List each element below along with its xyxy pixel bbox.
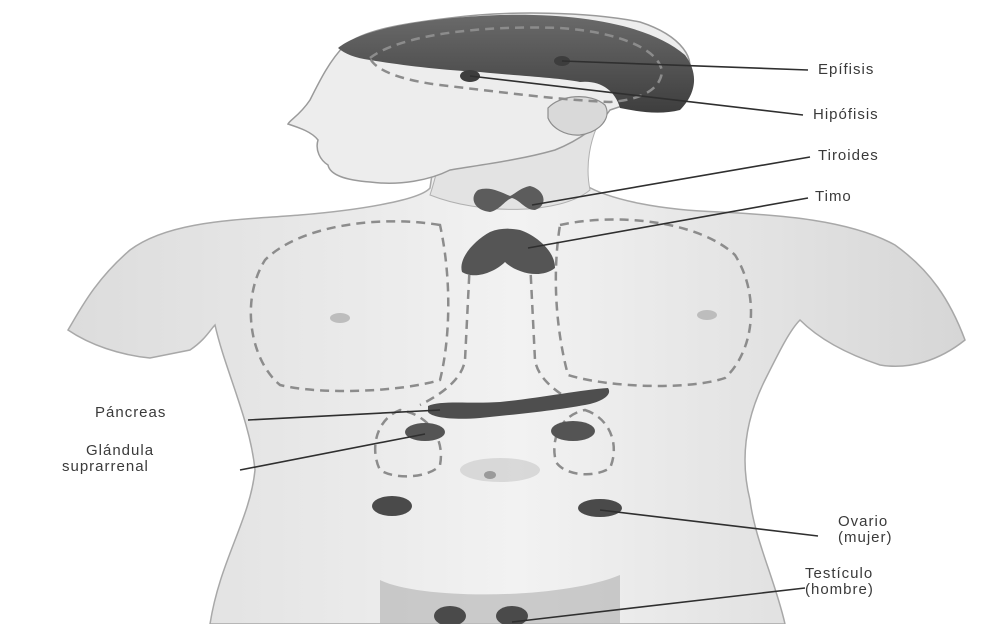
label-epifisis: Epífisis xyxy=(818,62,874,78)
left-ovary xyxy=(372,496,412,516)
label-hipofisis: Hipófisis xyxy=(813,107,879,123)
label-pancreas-text: Páncreas xyxy=(95,405,166,421)
label-glandula-suprarrenal: Glándula suprarrenal xyxy=(62,443,154,475)
label-hipofisis-text: Hipófisis xyxy=(813,107,879,123)
right-nipple xyxy=(697,310,717,320)
label-tiroides-text: Tiroides xyxy=(818,148,879,164)
left-nipple xyxy=(330,313,350,323)
ear xyxy=(548,97,607,135)
label-testiculo: Testículo (hombre) xyxy=(805,566,874,598)
navel xyxy=(484,471,496,479)
chest-shadow xyxy=(460,458,540,482)
left-adrenal-gland xyxy=(405,423,445,441)
label-pancreas: Páncreas xyxy=(95,405,166,421)
label-testiculo-line1: Testículo xyxy=(805,566,874,582)
label-testiculo-line2: (hombre) xyxy=(805,582,874,598)
label-glandula-line1: Glándula xyxy=(62,443,154,459)
label-tiroides: Tiroides xyxy=(818,148,879,164)
label-ovario: Ovario (mujer) xyxy=(808,514,893,546)
label-timo: Timo xyxy=(815,189,852,205)
label-ovario-line2: (mujer) xyxy=(808,530,893,546)
right-ovary xyxy=(578,499,622,517)
label-timo-text: Timo xyxy=(815,189,852,205)
label-glandula-line2: suprarrenal xyxy=(62,459,154,475)
label-epifisis-text: Epífisis xyxy=(818,62,874,78)
right-adrenal-gland xyxy=(551,421,595,441)
label-ovario-line1: Ovario xyxy=(808,514,893,530)
